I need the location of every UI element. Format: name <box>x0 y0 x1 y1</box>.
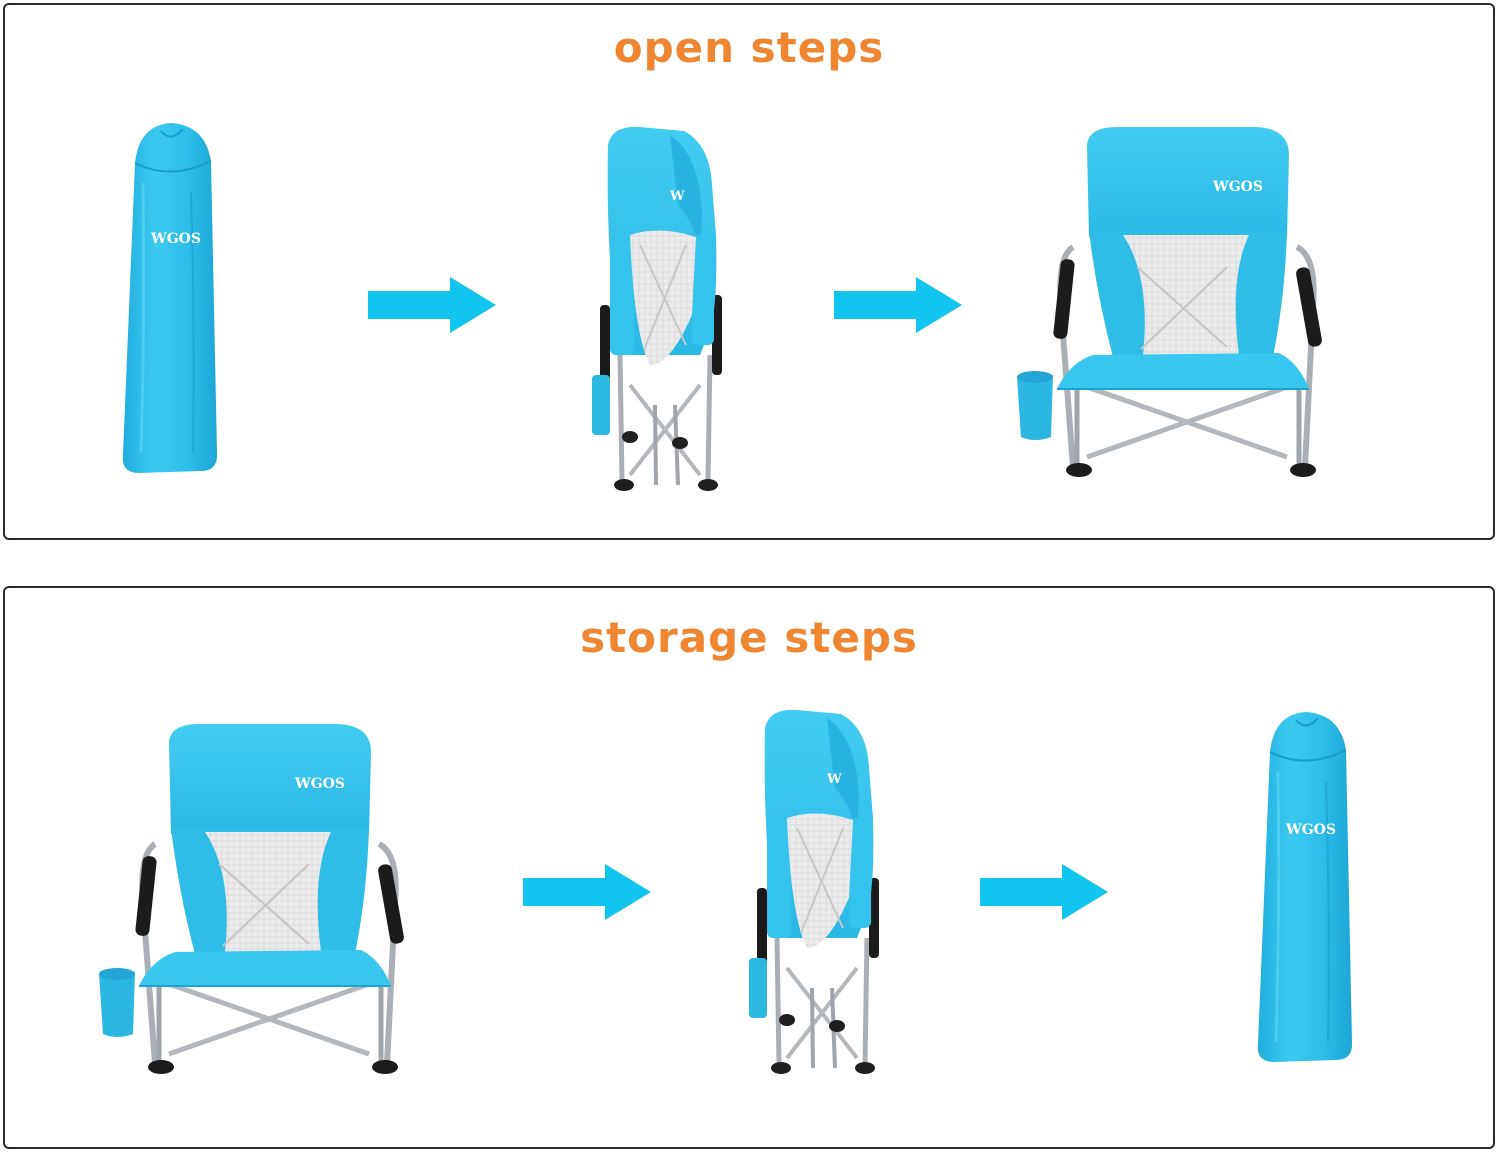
carry-bag-icon: WGOS <box>121 121 221 475</box>
folded-chair-icon <box>600 125 730 497</box>
storage-steps-panel: storage steps WGOS <box>3 586 1495 1149</box>
storage-steps-title: storage steps <box>580 613 918 662</box>
open-steps-panel: open steps WGOS <box>3 3 1495 540</box>
open-chair-icon <box>1017 127 1347 479</box>
open-steps-title: open steps <box>613 23 885 72</box>
right-arrow-icon <box>368 277 496 333</box>
bag-brand-label: WGOS <box>1285 822 1336 838</box>
right-arrow-icon <box>980 864 1108 920</box>
carry-bag-icon: WGOS <box>1256 710 1356 1064</box>
open-chair-icon <box>99 724 429 1076</box>
right-arrow-icon <box>834 277 962 333</box>
right-arrow-icon <box>523 864 651 920</box>
bag-brand-label: WGOS <box>150 231 201 247</box>
folded-chair-icon <box>757 708 887 1080</box>
